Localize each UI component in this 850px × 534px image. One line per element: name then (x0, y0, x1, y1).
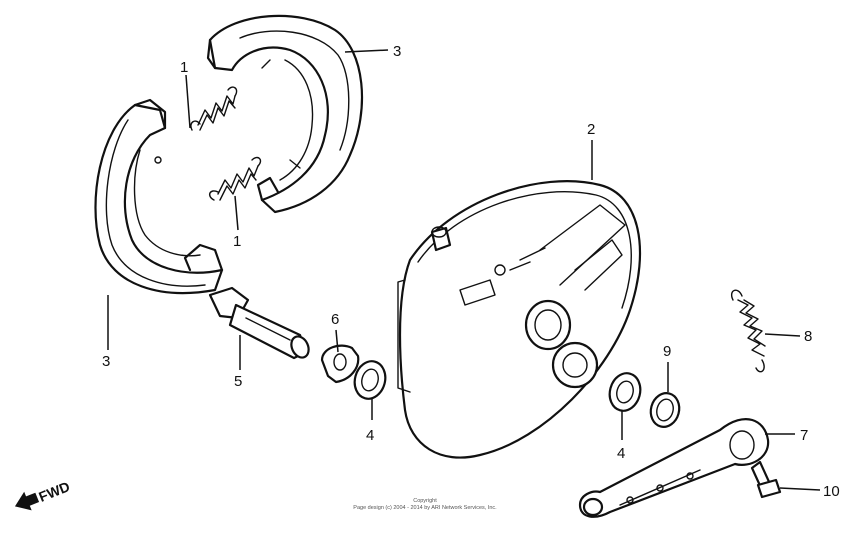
fwd-indicator: FWD (14, 478, 72, 511)
cam-indicator-plate (320, 344, 360, 384)
copyright-line-1: Copyright (413, 498, 437, 504)
return-spring (731, 289, 766, 373)
callout-2: 2 (587, 121, 595, 138)
callout-5: 5 (234, 373, 242, 390)
callout-3-upper: 3 (393, 43, 401, 60)
leader-lines (107, 49, 821, 491)
callout-6: 6 (331, 311, 339, 328)
callout-8: 8 (804, 328, 812, 345)
upper-spring (190, 86, 238, 131)
upper-brake-shoe (206, 14, 364, 214)
callout-7: 7 (800, 427, 808, 444)
brake-cam (208, 286, 310, 360)
callout-10: 10 (823, 483, 840, 500)
felt-seal-left (353, 360, 387, 400)
callout-1-lower: 1 (233, 233, 241, 250)
lower-spring (208, 156, 262, 201)
panel-bracket (397, 279, 411, 393)
callout-labels: 1 1 2 3 3 4 4 5 6 7 8 9 10 (102, 43, 840, 500)
callout-4-left: 4 (366, 427, 374, 444)
callout-4-right: 4 (617, 445, 625, 462)
bolt (750, 460, 782, 499)
callout-9: 9 (663, 343, 671, 360)
fwd-arrow-icon (14, 491, 40, 511)
callout-3-lower: 3 (102, 353, 110, 370)
felt-seal-right (608, 372, 642, 412)
brake-panel (398, 180, 642, 459)
o-ring (649, 392, 681, 428)
callout-1-upper: 1 (180, 59, 188, 76)
copyright-line-2: Page design (c) 2004 - 2014 by ARI Netwo… (353, 505, 497, 511)
lower-brake-shoe (94, 98, 224, 295)
fwd-label: FWD (36, 478, 72, 505)
brake-arm (578, 418, 770, 518)
